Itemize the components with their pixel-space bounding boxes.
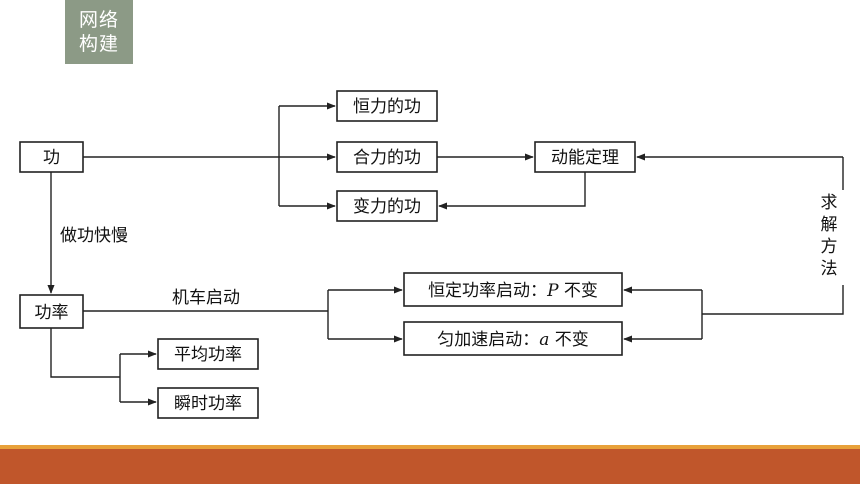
label-kuaiman: 做功快慢 <box>60 225 128 246</box>
node-pingjun: 平均功率 <box>157 338 259 370</box>
node-gong-label: 功 <box>43 148 60 168</box>
line-gonglv-down <box>50 328 120 378</box>
connectors <box>47 102 844 406</box>
badge-line-2: 构建 <box>78 33 119 55</box>
node-yunjia: 匀加速启动：a 不变 <box>403 321 623 356</box>
arrow-dongneng-to-bianli <box>438 172 586 210</box>
node-hengding-label: 恒定功率启动：P 不变 <box>428 281 598 301</box>
concept-map: 功 恒力的功 合力的功 变力的功 动能定理 功率 恒定功率启动：P 不变 匀加速… <box>19 90 845 419</box>
node-hengding: 恒定功率启动：P 不变 <box>403 272 623 307</box>
node-heli: 合力的功 <box>336 141 438 173</box>
node-dongneng-label: 动能定理 <box>551 148 619 168</box>
node-yunjia-label: 匀加速启动：a 不变 <box>437 330 589 350</box>
node-gonglv-label: 功率 <box>35 303 69 323</box>
node-gonglv: 功率 <box>19 294 84 329</box>
node-gong: 功 <box>19 141 84 173</box>
footer-bar <box>0 449 860 484</box>
qiujie-backdrop <box>815 190 845 285</box>
node-dongneng: 动能定理 <box>534 141 636 173</box>
badge-line-1: 网络 <box>78 9 119 31</box>
label-qiujie-4: 法 <box>821 259 838 279</box>
section-badge: 网络 构建 <box>65 0 133 64</box>
label-jiche: 机车启动 <box>172 288 240 308</box>
label-qiujie-1: 求 <box>821 193 838 213</box>
node-bianli: 变力的功 <box>336 190 438 222</box>
node-shunshi-label: 瞬时功率 <box>174 394 242 414</box>
node-hengli: 恒力的功 <box>336 90 438 122</box>
node-shunshi: 瞬时功率 <box>157 387 259 419</box>
node-bianli-label: 变力的功 <box>353 197 421 217</box>
label-qiujie-3: 方 <box>821 237 838 257</box>
label-qiujie-2: 解 <box>821 215 838 235</box>
node-heli-label: 合力的功 <box>353 148 421 168</box>
node-hengli-label: 恒力的功 <box>353 97 421 117</box>
node-pingjun-label: 平均功率 <box>174 345 242 365</box>
footer-accent-line <box>0 445 860 449</box>
